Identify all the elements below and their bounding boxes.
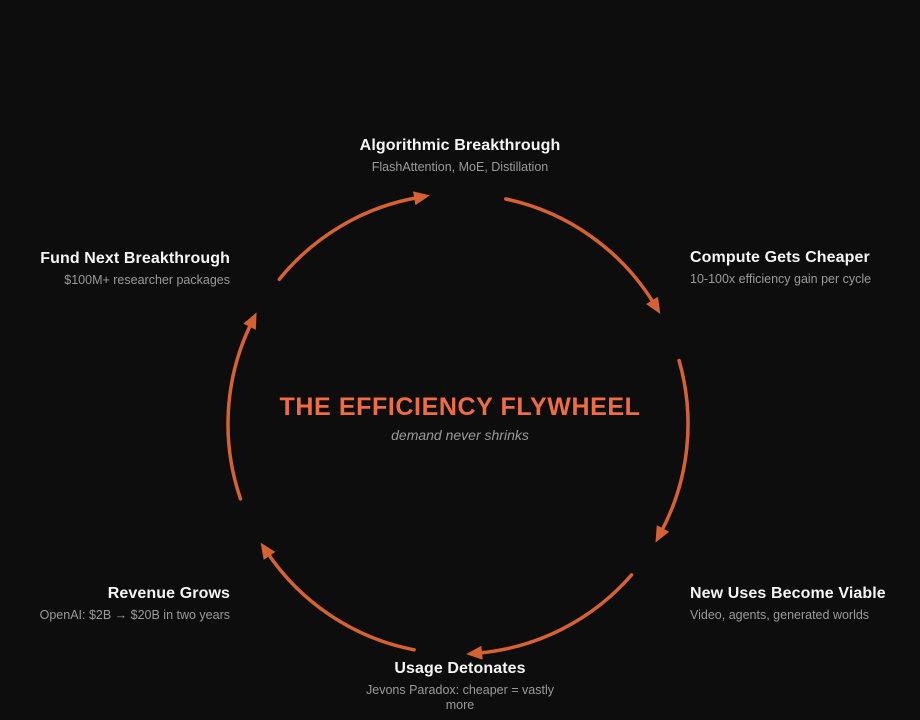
node-new-uses-become-viable: New Uses Become Viable Video, agents, ge… <box>690 584 886 623</box>
node-title: Usage Detonates <box>394 660 526 677</box>
arrow-compute-to-new-uses <box>655 358 690 543</box>
node-title: Compute Gets Cheaper <box>690 249 870 266</box>
node-title: Fund Next Breakthrough <box>40 250 230 267</box>
flywheel-center: THE EFFICIENCY FLYWHEEL demand never shr… <box>279 393 640 444</box>
arrow-revenue-to-fund <box>226 312 257 501</box>
node-title: Algorithmic Breakthrough <box>359 137 561 154</box>
flywheel-title: THE EFFICIENCY FLYWHEEL <box>279 393 641 421</box>
node-subtitle: OpenAI: $2B → $20B in two years <box>39 608 230 622</box>
flywheel-subtitle: demand never shrinks <box>391 427 529 443</box>
node-algorithmic-breakthrough: Algorithmic Breakthrough FlashAttention,… <box>360 136 561 175</box>
arrow-fund-to-algorithmic <box>277 191 430 282</box>
node-title: Revenue Grows <box>107 585 230 602</box>
arrow-algorithmic-to-compute <box>504 197 661 315</box>
arrow-new-uses-to-usage <box>466 573 634 660</box>
node-subtitle: 10-100x efficiency gain per cycle <box>690 272 872 286</box>
arrow-usage-to-revenue <box>260 542 416 652</box>
node-subtitle: Jevons Paradox: cheaper = vastly more <box>366 683 554 712</box>
node-fund-next-breakthrough: Fund Next Breakthrough $100M+ researcher… <box>40 249 230 288</box>
node-compute-gets-cheaper: Compute Gets Cheaper 10-100x efficiency … <box>690 248 871 287</box>
node-subtitle: FlashAttention, MoE, Distillation <box>371 160 549 174</box>
node-usage-detonates: Usage Detonates Jevons Paradox: cheaper … <box>360 659 560 713</box>
node-subtitle: Video, agents, generated worlds <box>690 608 870 622</box>
node-title: New Uses Become Viable <box>690 585 886 602</box>
node-revenue-grows: Revenue Grows OpenAI: $2B → $20B in two … <box>40 584 230 623</box>
node-subtitle: $100M+ researcher packages <box>64 273 230 287</box>
